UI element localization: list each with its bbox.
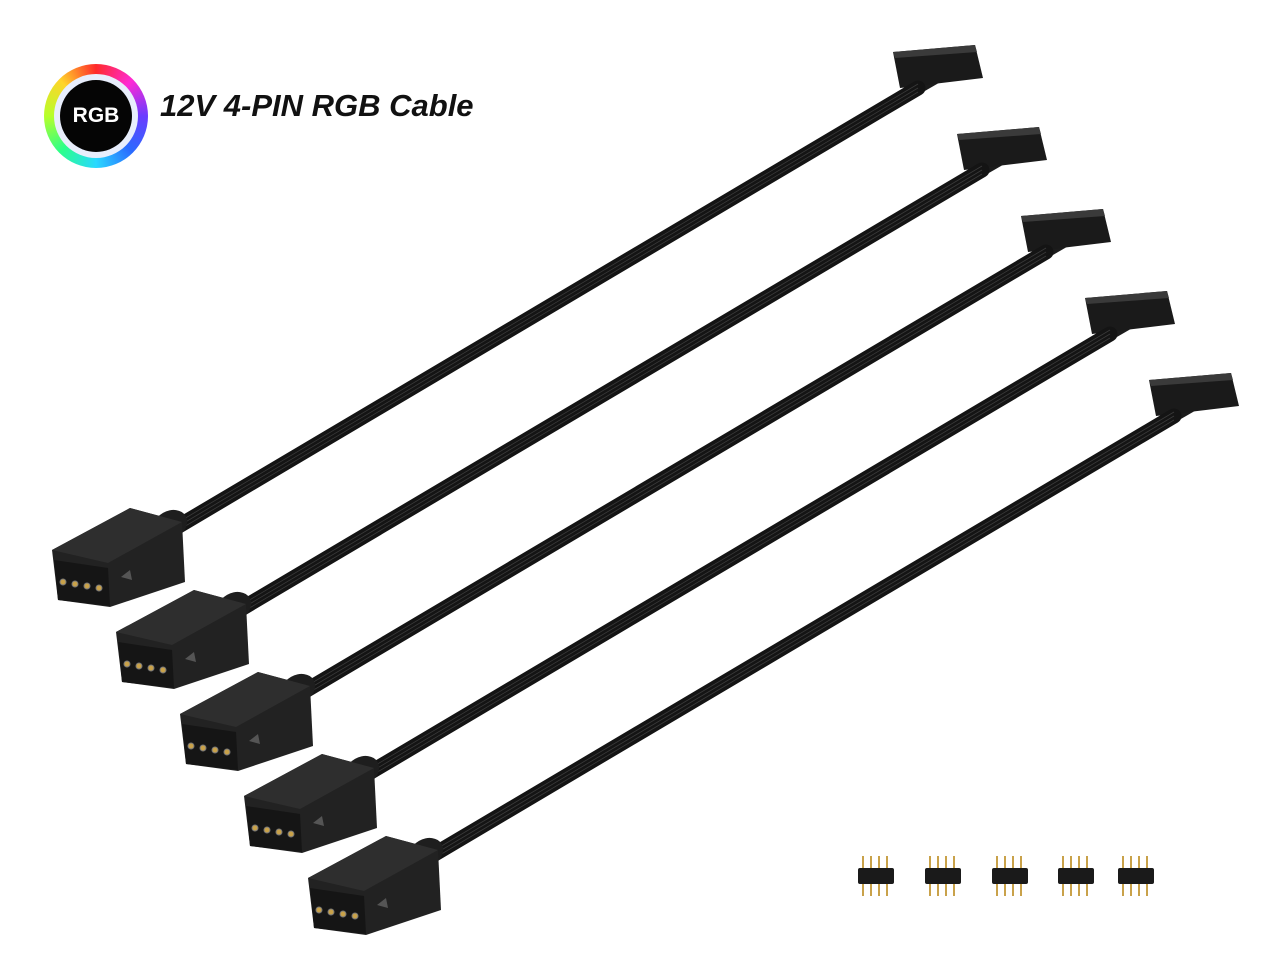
cable [308, 373, 1239, 935]
wire-separator [363, 333, 1111, 777]
logo-text: RGB [60, 80, 132, 152]
top-connector-edge [957, 127, 1041, 140]
wire-separator [235, 165, 983, 609]
connector-pin [223, 748, 231, 756]
connector-pin [315, 906, 323, 914]
wire-separator [427, 415, 1175, 859]
wire-separator [299, 251, 1047, 695]
connector-pin [287, 830, 295, 838]
bottom-connector-top [52, 508, 182, 563]
wire-separator [235, 173, 983, 617]
connector-pin [351, 912, 359, 920]
header-body [992, 868, 1028, 884]
header-body [858, 868, 894, 884]
wire-separator [427, 419, 1175, 863]
pin-header [1118, 856, 1154, 896]
rgb-logo: RGB [44, 64, 148, 168]
connector-pin [59, 578, 67, 586]
wire-separator [171, 91, 919, 535]
bottom-connector-top [180, 672, 310, 727]
pin1-triangle-marker [377, 898, 388, 908]
connector-face [182, 724, 238, 770]
connector-pin [339, 910, 347, 918]
connector-pin [251, 824, 259, 832]
connector-pin [71, 580, 79, 588]
connector-pin [123, 660, 131, 668]
cable [244, 291, 1175, 853]
connector-pin [187, 742, 195, 750]
pin-header [1058, 856, 1094, 896]
header-body [1118, 868, 1154, 884]
wire-separator [299, 247, 1047, 691]
connector-pin [83, 582, 91, 590]
pin1-triangle-marker [185, 652, 196, 662]
connector-pin [327, 908, 335, 916]
connector-pin [263, 826, 271, 834]
connector-pin [275, 828, 283, 836]
pin1-triangle-marker [249, 734, 260, 744]
cable [180, 209, 1111, 771]
wire-separator [363, 337, 1111, 781]
wire-separator [235, 169, 983, 613]
top-connector-edge [1021, 209, 1105, 222]
connector-pin [211, 746, 219, 754]
product-title: 12V 4-PIN RGB Cable [160, 88, 474, 123]
header-body [1058, 868, 1094, 884]
top-connector-edge [1085, 291, 1169, 304]
connector-pin [199, 744, 207, 752]
pin-header [992, 856, 1028, 896]
connector-pin [135, 662, 143, 670]
connector-pin [147, 664, 155, 672]
pin1-triangle-marker [121, 570, 132, 580]
connector-face [54, 560, 110, 606]
cable [116, 127, 1047, 689]
connector-pin [95, 584, 103, 592]
bottom-connector-top [116, 590, 246, 645]
top-connector-edge [893, 45, 977, 58]
connector-face [118, 642, 174, 688]
cable [52, 45, 983, 607]
wire-separator [171, 83, 919, 527]
header-body [925, 868, 961, 884]
connector-face [310, 888, 366, 934]
top-connector-edge [1149, 373, 1233, 386]
wire-separator [427, 411, 1175, 855]
connector-face [246, 806, 302, 852]
pin1-triangle-marker [313, 816, 324, 826]
pin-header [925, 856, 961, 896]
bottom-connector-top [244, 754, 374, 809]
bottom-connector-top [308, 836, 438, 891]
pin-header [858, 856, 894, 896]
wire-separator [363, 329, 1111, 773]
connector-pin [159, 666, 167, 674]
wire-separator [171, 87, 919, 531]
wire-separator [299, 255, 1047, 699]
